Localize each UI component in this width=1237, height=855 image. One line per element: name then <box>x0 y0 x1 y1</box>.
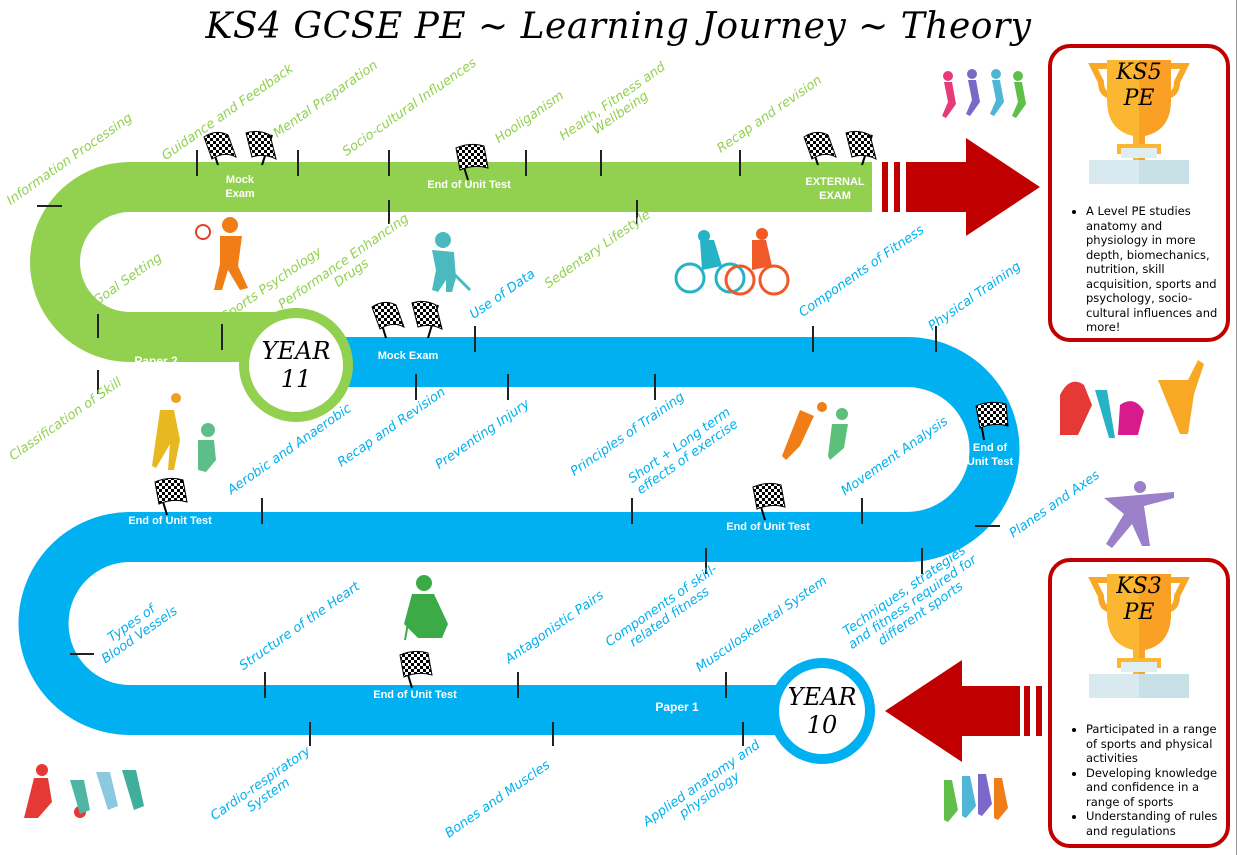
year-word: YEAR <box>261 337 331 365</box>
ks5-bullet: A Level PE studies anatomy and physiolog… <box>1086 204 1222 335</box>
checkered-flag-icon <box>399 650 433 689</box>
paper-2-label: Paper 2 <box>134 354 178 368</box>
checkered-flag-icon <box>975 401 1009 441</box>
runners-bottom-figure <box>944 774 1008 822</box>
checkered-flag-icon <box>154 477 188 516</box>
ks3-bullet: Developing knowledge and confidence in a… <box>1086 766 1222 810</box>
blue-track <box>18 337 1020 735</box>
arrow-from-ks3 <box>885 660 1042 762</box>
year10-circle <box>769 658 875 764</box>
cyclists-figure <box>674 228 790 296</box>
checkered-flag-icon <box>203 131 237 166</box>
end-of-unit-test-label: End of Unit Test <box>726 521 810 533</box>
checkered-flag-icon <box>752 482 786 521</box>
checkered-flag-icon <box>455 143 489 181</box>
trophy-icon <box>1088 574 1190 698</box>
green-track <box>30 162 872 362</box>
end-of-unit-test-label: End of Unit Test <box>373 689 457 701</box>
ks5-bullets: A Level PE studies anatomy and physiolog… <box>1052 204 1222 335</box>
year-word: YEAR <box>787 683 857 711</box>
end-of-unit-test-label: End of Unit Test <box>427 179 511 191</box>
ks3-bullets: Participated in a range of sports and ph… <box>1052 722 1222 838</box>
checkered-flag-icon <box>245 130 277 166</box>
runners-group-figure <box>942 69 1026 118</box>
yoga-figure <box>1104 481 1174 548</box>
page-title: KS4 GCSE PE ~ Learning Journey ~ Theory <box>205 6 1032 47</box>
tennis-player-figure <box>195 217 248 290</box>
timeline-ticks <box>37 150 1000 746</box>
checkered-flag-icon <box>845 130 877 166</box>
golfer-figure <box>404 575 448 641</box>
end-of-unit-test-label: End of Unit Test <box>967 441 1013 469</box>
mock-exam-label: Mock Exam <box>377 350 439 362</box>
checkered-flag-icon <box>411 300 443 339</box>
paper-1-label: Paper 1 <box>655 700 699 714</box>
label-line: End of <box>972 442 1008 454</box>
hockey-player-figure <box>432 232 472 292</box>
label-line: Exam <box>225 188 255 200</box>
goalkeeper-figure <box>782 402 848 460</box>
arrow-to-ks5 <box>882 138 1040 236</box>
year-number: 11 <box>280 365 312 393</box>
end-of-unit-test-label: End of Unit Test <box>128 515 212 527</box>
basketball-players-figure <box>152 393 216 472</box>
label-line: EXTERNAL <box>805 176 865 188</box>
external-exam-label: EXTERNAL EXAM <box>805 175 864 203</box>
ks3-bullet: Participated in a range of sports and ph… <box>1086 722 1222 766</box>
checkered-flag-icon <box>371 301 405 339</box>
ks3-bullet: Understanding of rules and regulations <box>1086 809 1222 838</box>
title-line: PE <box>1123 600 1155 625</box>
checkered-flag-icon <box>803 131 837 166</box>
label-line: Unit Test <box>966 456 1014 468</box>
label-line: Mock <box>225 174 255 186</box>
label-line: EXAM <box>819 190 851 202</box>
year11-circle <box>239 308 353 422</box>
title-line: PE <box>1123 86 1155 111</box>
title-line: KS3 <box>1116 574 1162 599</box>
year-number: 10 <box>806 711 838 739</box>
footballers-figure <box>24 764 144 818</box>
gymnasts-figure <box>1060 360 1204 438</box>
trophy-icon <box>1088 60 1190 184</box>
title-line: KS5 <box>1116 60 1162 85</box>
